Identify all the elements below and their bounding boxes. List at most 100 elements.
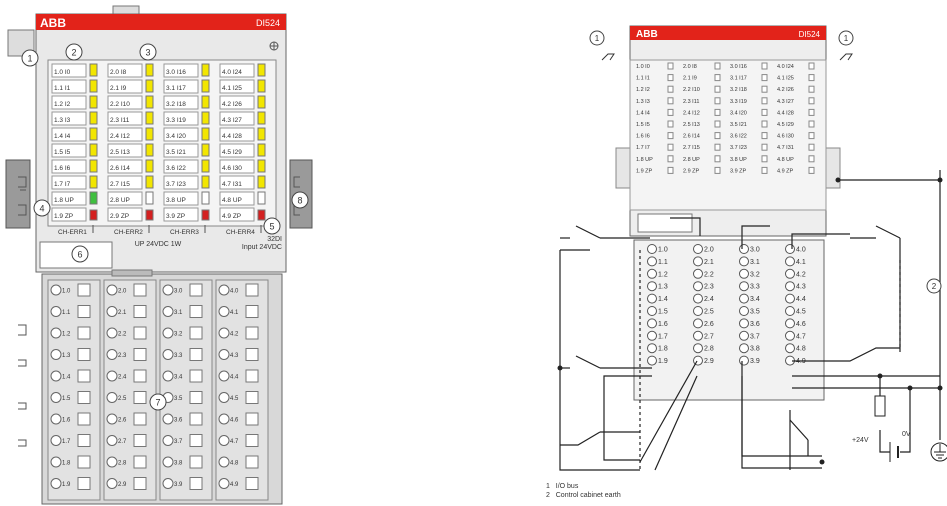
ch-err-led bbox=[89, 209, 98, 221]
terminal-label: 4.3 bbox=[796, 284, 806, 291]
led-label-box bbox=[107, 127, 143, 142]
channel-led bbox=[808, 62, 815, 70]
terminal-screw bbox=[785, 330, 795, 341]
callout-number: 8 bbox=[297, 196, 302, 206]
channel-led bbox=[257, 79, 266, 93]
terminal-label: 1.0 bbox=[62, 289, 71, 295]
legend: 1 I/O bus 2 Control cabinet earth bbox=[546, 482, 621, 500]
terminal-opening bbox=[245, 477, 259, 490]
channel-led bbox=[808, 166, 815, 174]
channel-led bbox=[257, 63, 266, 77]
channel-led bbox=[257, 111, 266, 125]
callout-number: 1 bbox=[595, 34, 600, 43]
led-label: 3.2 I18 bbox=[166, 101, 186, 108]
ch-err-label: CH-ERR2 bbox=[114, 229, 143, 236]
led-label-box bbox=[163, 63, 199, 78]
led-label-box bbox=[163, 175, 199, 190]
terminal-label: 2.4 bbox=[118, 375, 127, 381]
led-label: 1.2 I2 bbox=[54, 101, 71, 108]
callout-marker bbox=[33, 199, 51, 217]
terminal-screw bbox=[106, 435, 118, 446]
terminal-screw bbox=[50, 370, 62, 382]
terminal-screw bbox=[50, 478, 62, 489]
led-label: 2.8 UP bbox=[110, 197, 130, 204]
led-label: 4.5 I29 bbox=[777, 122, 794, 128]
led-label: 1.5 I5 bbox=[54, 149, 71, 156]
channel-led bbox=[89, 127, 98, 141]
channel-led bbox=[257, 159, 266, 173]
terminal-label: 1.9 bbox=[658, 358, 668, 365]
terminal-label: 1.5 bbox=[658, 309, 668, 316]
supply-rating: UP 24VDC 1W bbox=[135, 241, 182, 248]
terminal-screw bbox=[106, 349, 118, 360]
terminal-opening bbox=[77, 348, 91, 361]
terminal-label: 3.6 bbox=[750, 321, 760, 328]
terminal-screw bbox=[162, 435, 174, 446]
terminal-screw bbox=[50, 456, 62, 468]
led-label: 2.2 I10 bbox=[110, 101, 130, 108]
led-label-box bbox=[163, 95, 199, 110]
channel-led bbox=[808, 155, 815, 163]
terminal-screw bbox=[785, 306, 795, 316]
led-label: 3.1 I17 bbox=[730, 76, 747, 82]
channel-led bbox=[667, 62, 674, 70]
channel-led bbox=[714, 62, 721, 70]
led-label: 2.1 I9 bbox=[110, 85, 127, 92]
channel-led bbox=[145, 111, 154, 125]
terminal-label: 3.7 bbox=[750, 333, 760, 340]
led-label: 4.7 I31 bbox=[222, 181, 242, 188]
channel-led bbox=[201, 111, 210, 125]
terminal-label: 2.0 bbox=[118, 289, 127, 295]
channel-led bbox=[667, 108, 674, 116]
type-label-2: Input 24VDC bbox=[242, 244, 282, 251]
ch-err-label: CH-ERR4 bbox=[226, 229, 255, 236]
callout-marker bbox=[149, 393, 167, 411]
terminal-label: 3.0 bbox=[174, 289, 183, 295]
terminal-label: 3.8 bbox=[174, 461, 183, 467]
terminal-screw bbox=[693, 256, 703, 267]
terminal-label: 1.4 bbox=[62, 375, 71, 381]
led-label: 4.3 I27 bbox=[222, 117, 242, 124]
terminal-screw bbox=[162, 284, 174, 296]
terminal-label: 2.1 bbox=[118, 310, 127, 316]
channel-led bbox=[667, 120, 674, 128]
led-label: 2.7 I15 bbox=[683, 145, 700, 151]
terminal-label: 2.2 bbox=[118, 332, 127, 338]
terminal-label: 1.9 bbox=[62, 482, 71, 488]
led-label-box bbox=[219, 175, 255, 190]
terminal-screw bbox=[693, 268, 703, 279]
terminal-label: 2.9 bbox=[118, 482, 127, 488]
channel-led bbox=[761, 132, 768, 140]
terminal-label: 1.2 bbox=[658, 271, 668, 278]
led-label: 3.8 UP bbox=[166, 197, 186, 204]
led-label-box bbox=[219, 63, 255, 78]
terminal-label: 4.4 bbox=[230, 375, 239, 381]
terminal-opening bbox=[77, 391, 91, 404]
legend-item-2: 2 Control cabinet earth bbox=[546, 492, 621, 499]
terminal-label: 3.0 bbox=[750, 247, 760, 254]
callout-marker bbox=[21, 49, 39, 67]
led-label: 1.3 I3 bbox=[54, 117, 71, 124]
led-label-box bbox=[163, 111, 199, 126]
terminal-label: 1.3 bbox=[62, 353, 71, 359]
terminal-label: 3.3 bbox=[174, 353, 183, 359]
terminal-screw bbox=[162, 306, 174, 317]
led-label-box bbox=[51, 79, 87, 94]
terminal-screw bbox=[785, 256, 795, 267]
led-label: 3.4 I20 bbox=[166, 133, 186, 140]
channel-led bbox=[201, 79, 210, 93]
bus-connector-icons bbox=[601, 53, 853, 61]
channel-led bbox=[145, 175, 154, 189]
led-label: 2.8 UP bbox=[683, 157, 700, 163]
led-label-box bbox=[51, 127, 87, 142]
channel-led bbox=[808, 74, 815, 82]
terminal-label: 2.9 bbox=[704, 358, 714, 365]
terminal-label: 3.9 bbox=[750, 358, 760, 365]
channel-led bbox=[714, 132, 721, 140]
terminal-label: 4.5 bbox=[230, 396, 239, 402]
terminal-label: 2.1 bbox=[704, 259, 714, 266]
led-label: 1.9 ZP bbox=[636, 168, 653, 174]
terminal-screw bbox=[218, 413, 230, 425]
callout-marker bbox=[139, 43, 157, 61]
